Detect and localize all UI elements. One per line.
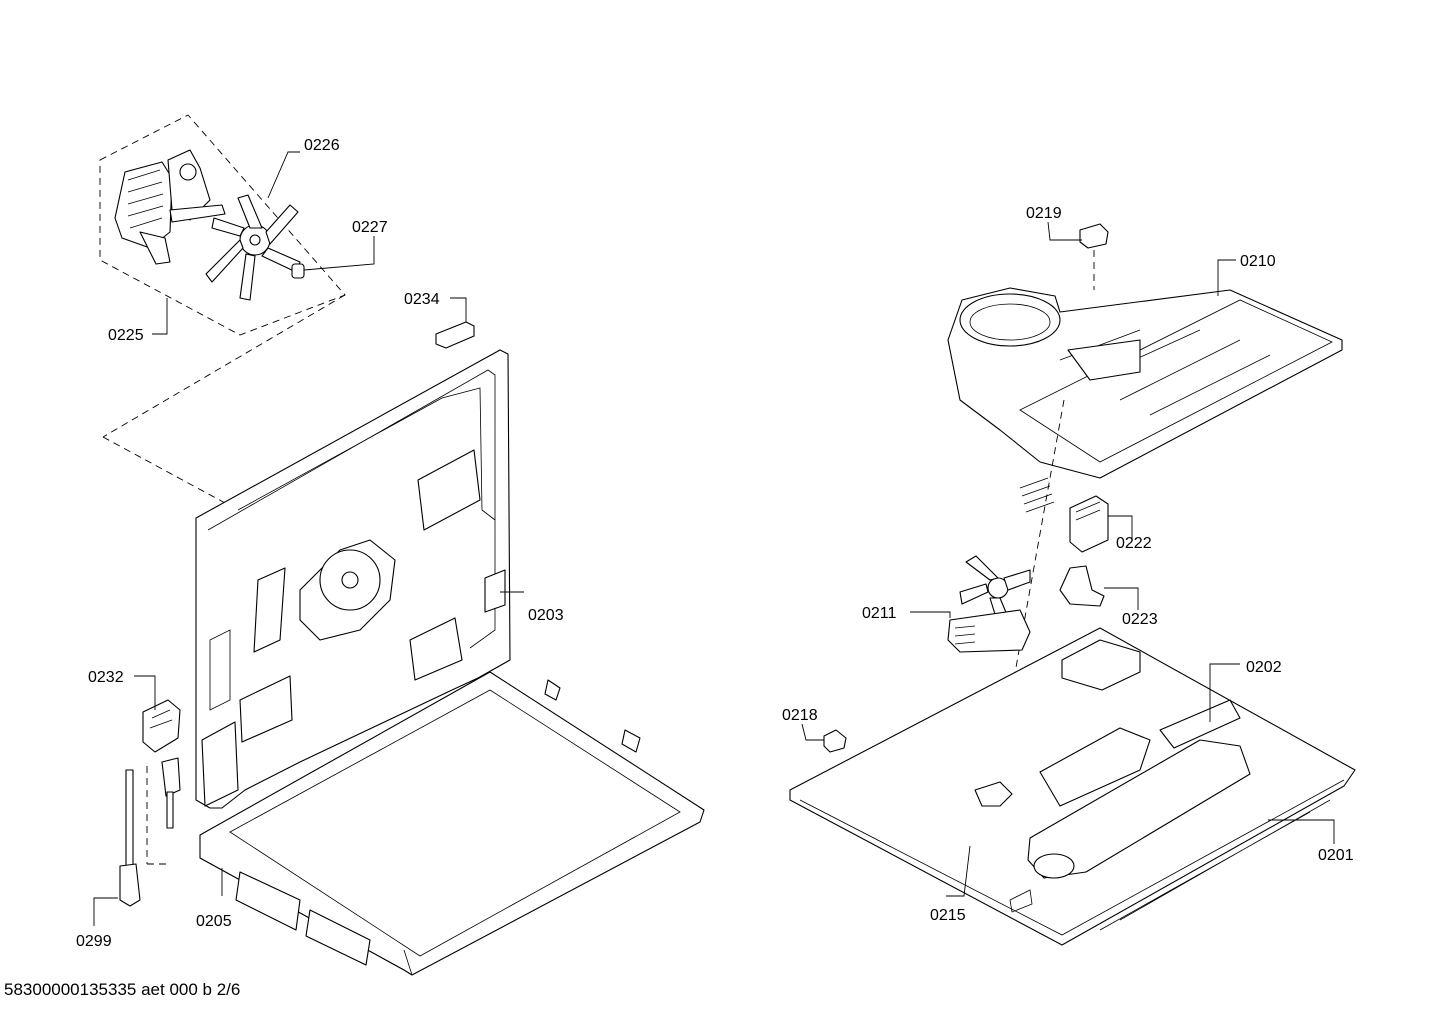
callout-label: 0226 xyxy=(304,137,340,154)
small-clip xyxy=(823,729,847,753)
document-id-footer: 58300000135335 aet 000 b 2/6 xyxy=(4,980,241,999)
callout-label: 0219 xyxy=(1026,205,1062,222)
callout-label: 0225 xyxy=(108,327,144,344)
fan-motor-group-box xyxy=(99,114,346,511)
switch-component xyxy=(1079,223,1109,290)
base-plate xyxy=(789,627,1356,946)
callout-label: 0203 xyxy=(528,607,564,624)
fan-motor xyxy=(114,149,226,265)
fan-blade xyxy=(205,194,301,301)
callout-label: 0215 xyxy=(930,907,966,924)
callout-label: 0202 xyxy=(1246,659,1282,676)
thermostat xyxy=(142,699,181,865)
callout-label: 0205 xyxy=(196,913,232,930)
fan-nut xyxy=(291,263,305,279)
leader-lines xyxy=(93,151,1335,926)
bracket xyxy=(1059,565,1105,607)
base-tray xyxy=(199,671,705,976)
callout-label: 0201 xyxy=(1318,847,1354,864)
callout-label: 0234 xyxy=(404,291,440,308)
cooling-fan-motor xyxy=(947,555,1031,653)
callout-label: 0223 xyxy=(1122,611,1158,628)
rear-panel xyxy=(195,349,511,809)
callout-label: 0227 xyxy=(352,219,388,236)
callout-label: 0299 xyxy=(76,933,112,950)
callout-label: 0210 xyxy=(1240,253,1276,270)
clip-part xyxy=(435,321,475,349)
callout-label: 0232 xyxy=(88,669,124,686)
callout-label: 0218 xyxy=(782,707,818,724)
callout-label: 0211 xyxy=(862,605,897,622)
callout-label: 0222 xyxy=(1116,535,1152,552)
fan-duct-housing xyxy=(947,287,1343,791)
relay xyxy=(1019,477,1109,553)
temperature-sensor xyxy=(119,757,181,907)
